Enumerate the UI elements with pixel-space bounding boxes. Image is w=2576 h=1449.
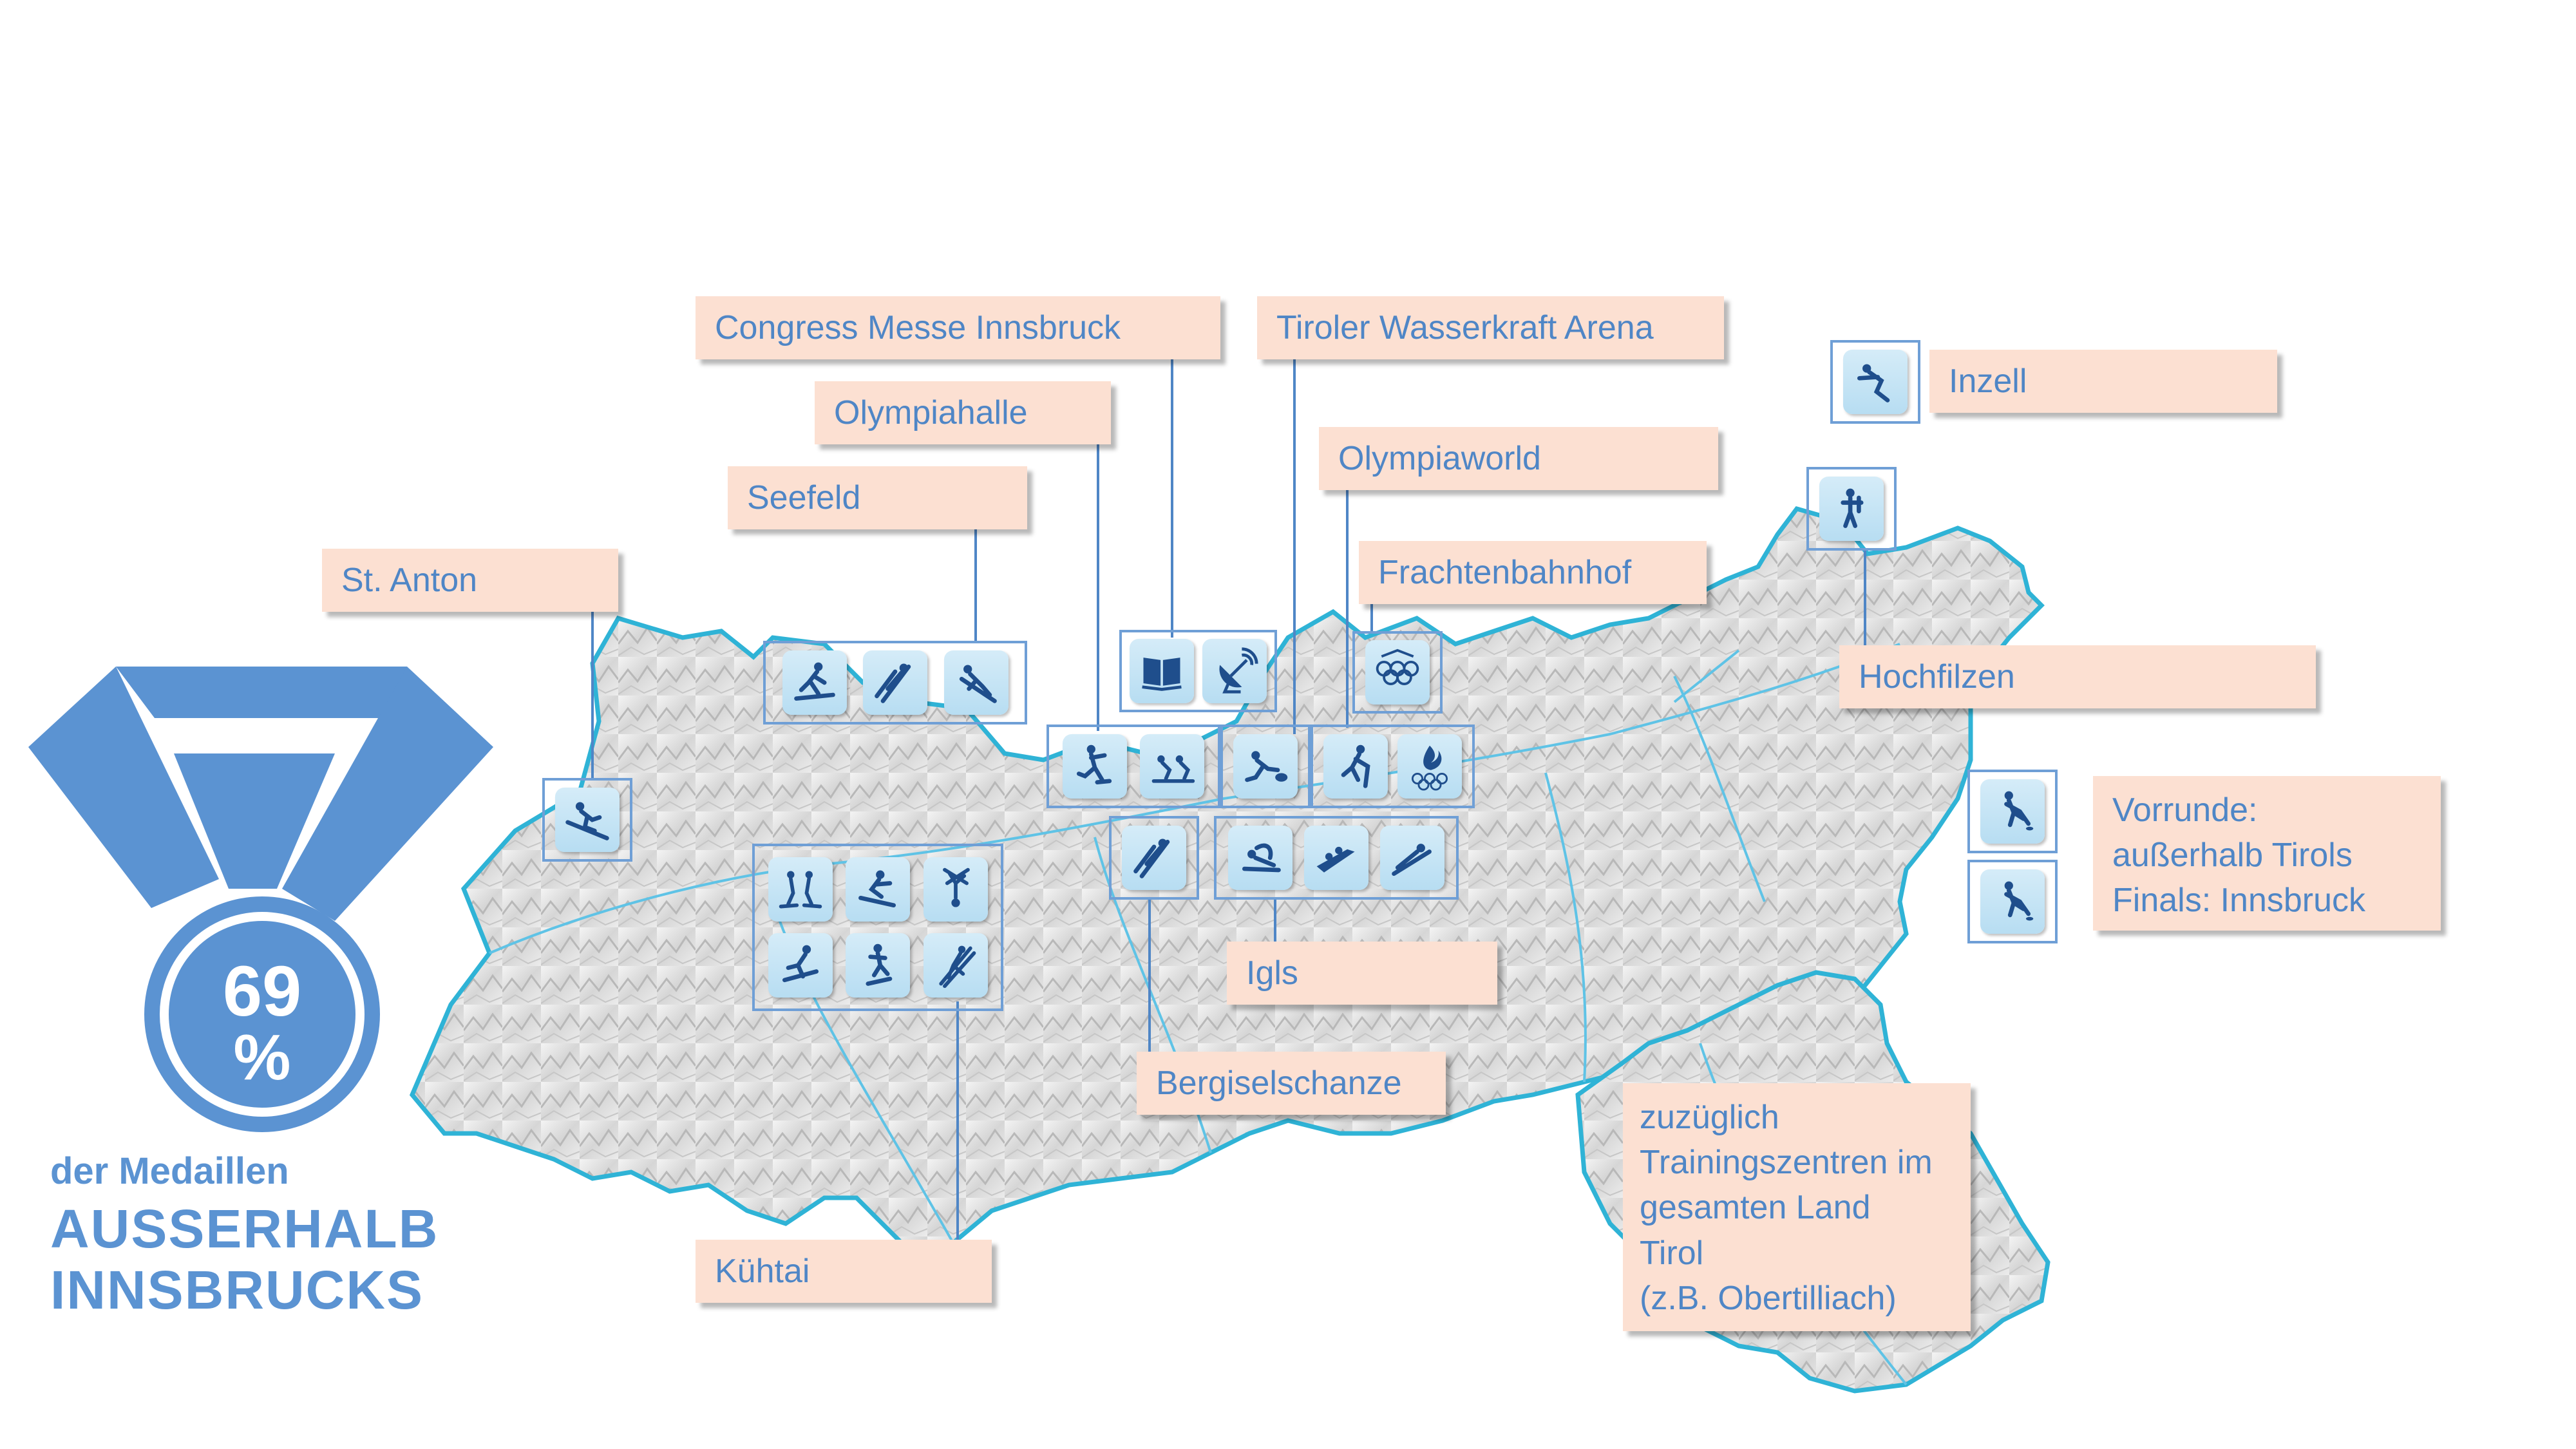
training-line-2: Trainingszentren im [1640, 1144, 1933, 1182]
label-inzell: Inzell [1929, 350, 2277, 413]
medal-disc [144, 896, 380, 1132]
ski-jumping-icon [1122, 826, 1186, 890]
vorrunde-line-2: außerhalb Tirols [2112, 837, 2353, 875]
pictograms-igls [1214, 816, 1459, 900]
ice-hockey-player-icon [1980, 869, 2045, 934]
pictograms-frachtenbahnhof [1352, 631, 1443, 714]
ski-cross-icon [768, 857, 833, 922]
curling-icon [1233, 734, 1298, 799]
olympic-rings-icon [1365, 640, 1430, 705]
label-olympiaworld: Olympiaworld [1319, 427, 1718, 490]
medal-graphic [28, 667, 493, 1132]
vorrunde-line-1: Vorrunde: [2112, 791, 2258, 829]
figure-skating-icon [1062, 734, 1127, 799]
luge-icon [1380, 826, 1444, 890]
pictograms-kuehtai [752, 844, 1003, 1011]
pictograms-vorrunde-2 [1967, 860, 2058, 943]
training-line-4: Tirol [1640, 1234, 1704, 1272]
label-vorrunde: Vorrunde: außerhalb Tirols Finals: Innsb… [2093, 776, 2441, 931]
ski-mountaineering-icon [923, 933, 988, 998]
freestyle-aerials-icon [923, 857, 988, 922]
training-line-1: zuzüglich [1640, 1099, 1779, 1136]
book-icon [1130, 639, 1195, 703]
snowboard-halfpipe-icon [768, 933, 833, 998]
training-line-3: gesamten Land [1640, 1189, 1871, 1227]
medal-caption-line1: der Medaillen [50, 1150, 289, 1192]
short-track-icon [1140, 734, 1205, 799]
label-training-centers: zuzüglich Trainingszentren im gesamten L… [1623, 1083, 1971, 1331]
vorrunde-line-3: Finals: Innsbruck [2112, 882, 2366, 920]
ski-jumping-icon [863, 650, 927, 715]
medal-percent-sign: % [233, 1021, 291, 1094]
speed-skating-icon [1843, 350, 1908, 414]
pictograms-seefeld [763, 641, 1027, 724]
freestyle-moguls-icon [846, 933, 910, 998]
satellite-dish-icon [1202, 639, 1267, 703]
bobsleigh-icon [1304, 826, 1368, 890]
pictograms-wasserkraft-arena [1220, 724, 1311, 808]
medal-ribbon-left [28, 667, 219, 908]
label-st-anton: St. Anton [322, 549, 618, 612]
pictograms-congress [1119, 630, 1277, 712]
medal-caption-line3: INNSBRUCKS [50, 1260, 424, 1320]
label-tiroler-wasserkraft-arena: Tiroler Wasserkraft Arena [1257, 296, 1724, 359]
skeleton-icon [1228, 826, 1293, 890]
medal-ribbon-inner [174, 753, 335, 889]
label-igls: Igls [1227, 942, 1497, 1005]
ice-hockey-icon [1323, 734, 1388, 799]
label-kuehtai: Kühtai [696, 1240, 992, 1303]
medal-caption-line2: AUSSERHALB [50, 1198, 439, 1259]
ice-hockey-player-icon [1980, 779, 2045, 844]
pictograms-hochfilzen [1806, 467, 1897, 551]
snowboard-icon [846, 857, 910, 922]
nordic-combined-icon [943, 650, 1009, 715]
alpine-skiing-icon [555, 788, 620, 852]
label-hochfilzen: Hochfilzen [1839, 645, 2316, 708]
label-olympiahalle: Olympiahalle [815, 381, 1111, 444]
pictograms-st-anton [542, 778, 632, 862]
medal-ribbon-right-outer [282, 667, 493, 921]
label-seefeld: Seefeld [728, 466, 1027, 529]
leader-lines [591, 359, 1866, 1240]
medal-ribbon-top [116, 667, 407, 718]
biathlon-icon [1819, 477, 1884, 541]
medal-disc-ring [160, 912, 365, 1117]
label-bergiselschanze: Bergiselschanze [1137, 1052, 1446, 1115]
label-frachtenbahnhof: Frachtenbahnhof [1359, 541, 1707, 604]
pictograms-olympiahalle [1046, 724, 1220, 808]
pictograms-inzell [1830, 340, 1920, 424]
label-congress-messe: Congress Messe Innsbruck [696, 296, 1220, 359]
pictograms-vorrunde-1 [1967, 770, 2058, 853]
pictograms-olympiaworld [1311, 724, 1475, 808]
cross-country-skiing-icon [782, 650, 847, 715]
pictograms-bergiselschanze [1109, 816, 1199, 900]
training-line-5: (z.B. Obertilliach) [1640, 1279, 1897, 1317]
olympic-flame-icon [1397, 734, 1463, 799]
medal-percent-number: 69 [222, 952, 302, 1031]
